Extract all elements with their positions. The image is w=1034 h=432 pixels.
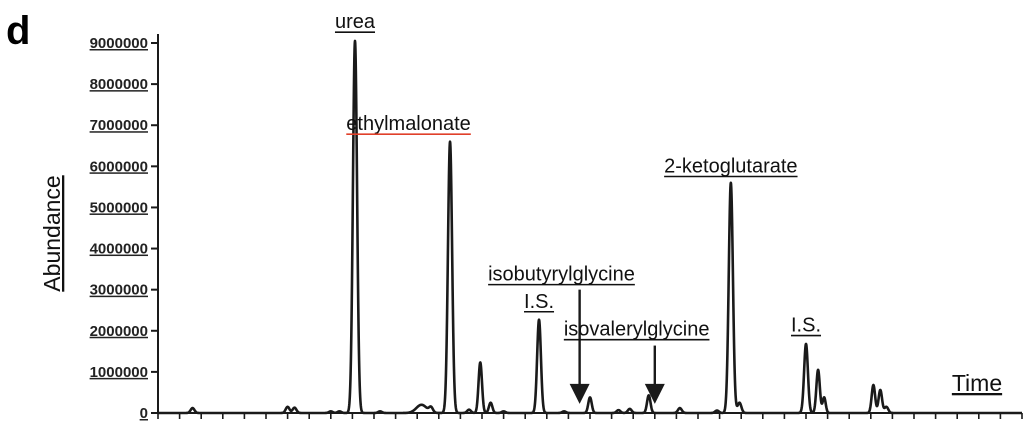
- y-tick-label: 5000000: [90, 199, 148, 216]
- peak-point: [489, 402, 491, 404]
- peak-point: [354, 40, 356, 42]
- annotation-label: I.S.: [524, 291, 554, 313]
- peak-point: [449, 140, 451, 142]
- peak-point: [885, 406, 887, 408]
- peak-point: [563, 410, 565, 412]
- peak-point: [286, 406, 288, 408]
- peak-point: [823, 396, 825, 398]
- annotation-label: urea: [335, 11, 376, 33]
- annotation-label: isovalerylglycine: [564, 319, 710, 341]
- peak-point: [648, 394, 650, 396]
- peak-point: [420, 404, 422, 406]
- x-axis-title: Time: [952, 370, 1002, 396]
- peak-point: [589, 396, 591, 398]
- arrow-head-icon: [644, 383, 665, 404]
- y-tick-label: 2000000: [90, 323, 148, 340]
- series-line: [156, 39, 1024, 415]
- y-tick-label: 0: [140, 405, 148, 422]
- y-axis-title: Abundance: [39, 175, 65, 291]
- annotation-label: isobutyrylglycine: [488, 264, 635, 286]
- peak-point: [738, 402, 740, 404]
- annotation-label: 2-ketoglutarate: [664, 156, 797, 178]
- peak-point: [338, 410, 340, 412]
- peak-point: [730, 182, 732, 184]
- peak-point: [430, 407, 432, 409]
- y-tick-label: 9000000: [90, 35, 148, 52]
- peak-point: [293, 406, 295, 408]
- peak-point: [379, 410, 381, 412]
- peak-point: [629, 408, 631, 410]
- y-axis-ticks: 0 1000000 2000000 3000000 4000000 5000000 6000…: [90, 35, 158, 422]
- peak-point: [679, 407, 681, 409]
- peak-point: [468, 409, 470, 411]
- peak-point: [872, 384, 874, 386]
- y-tick-label: 8000000: [90, 76, 148, 93]
- y-tick-label: 6000000: [90, 158, 148, 175]
- peak-point: [538, 318, 540, 320]
- peak-point: [805, 343, 807, 345]
- annotation-label: ethylmalonate: [346, 113, 471, 135]
- y-tick-label: 4000000: [90, 241, 148, 258]
- y-tick-label: 3000000: [90, 282, 148, 299]
- y-tick-label: 1000000: [90, 364, 148, 381]
- peak-point: [330, 410, 332, 412]
- peak-point: [502, 410, 504, 412]
- peak-point: [716, 409, 718, 411]
- peak-point: [479, 361, 481, 363]
- panel-label: d: [6, 9, 30, 53]
- arrow-head-icon: [569, 383, 590, 404]
- peak-point: [617, 409, 619, 411]
- y-tick-label: 7000000: [90, 117, 148, 134]
- peak-point: [817, 369, 819, 371]
- series-group: [156, 39, 1024, 415]
- peak-point: [191, 407, 193, 409]
- annotation-label: I.S.: [791, 315, 821, 337]
- peak-point: [879, 389, 881, 391]
